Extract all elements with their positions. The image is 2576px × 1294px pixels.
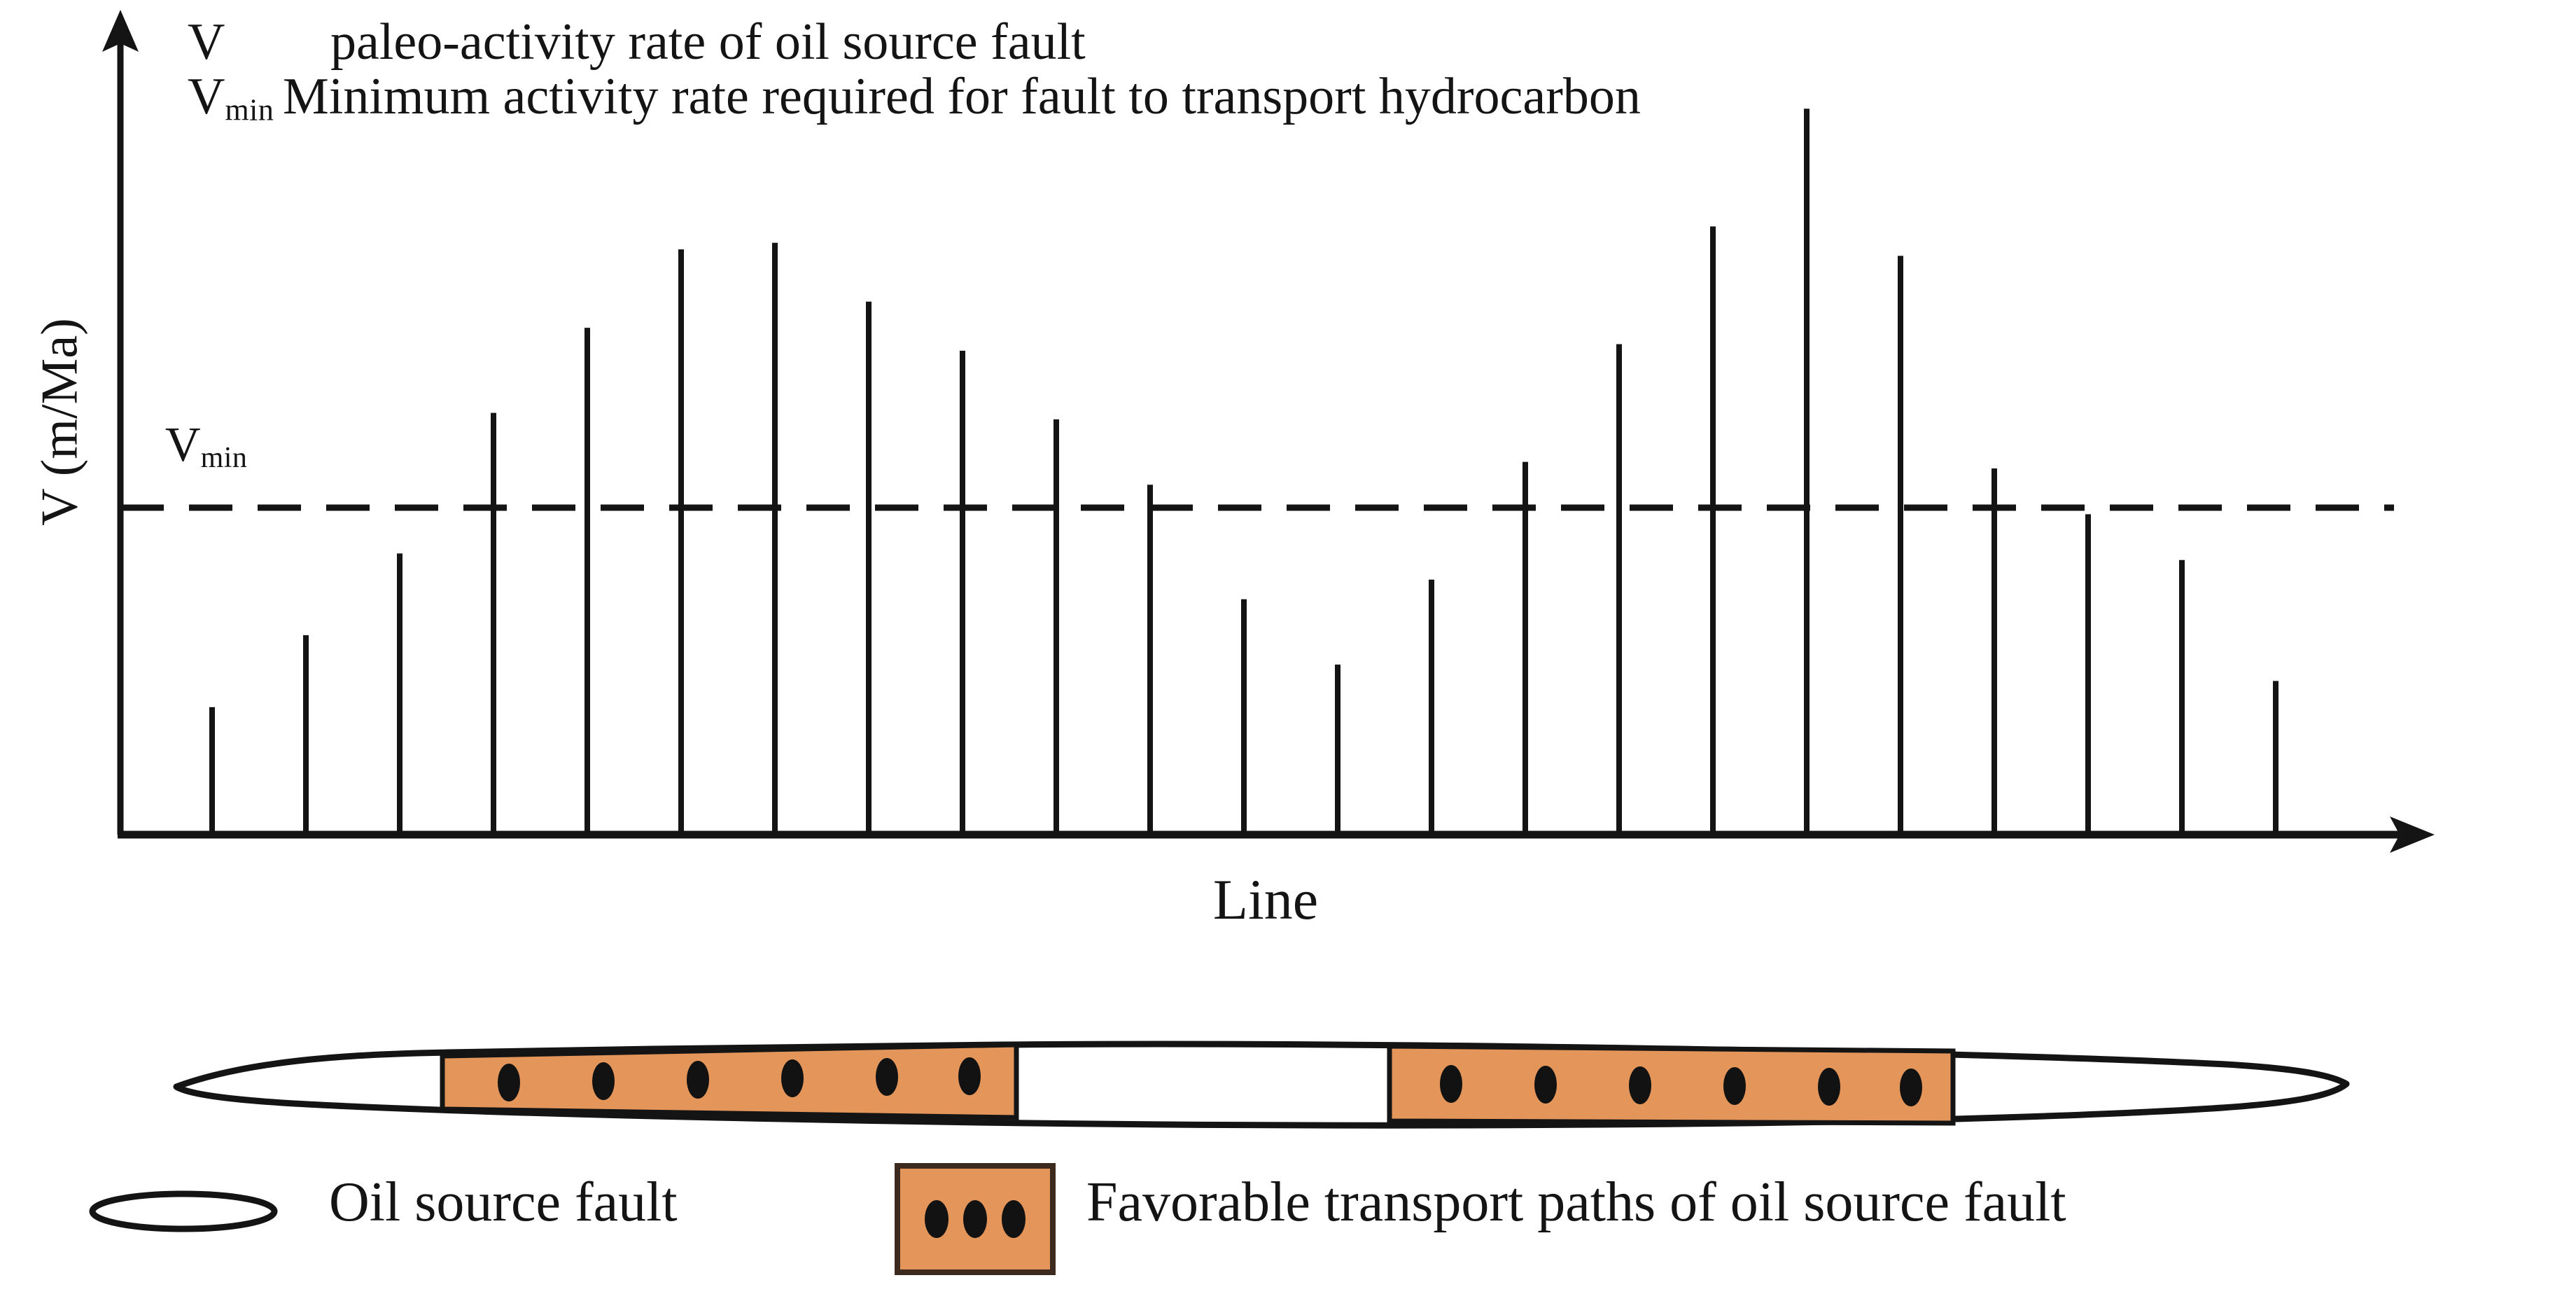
bar-series [209,109,2278,835]
vmin-threshold-label: Vmin [165,417,247,475]
x-axis [118,816,2435,853]
favorable-segment-2 [1387,1043,1956,1126]
key-vmin-symbol: Vmin [188,67,274,128]
key-vmin-symbol-base: V [188,68,225,125]
key-v-description: paleo-activity rate of oil source fault [330,13,1086,71]
key-vmin-symbol-subscript: min [225,92,274,127]
vmin-threshold-label-subscript: min [200,442,248,475]
fault-lens-diagram [173,1041,2350,1129]
favorable-segment-2-dots [1440,1065,1922,1106]
favorable-segment-1-dots [498,1057,981,1101]
legend-oil-source-fault-swatch [89,1190,278,1232]
favorable-segment-1 [440,1042,1019,1120]
legend-favorable-paths-label: Favorable transport paths of oil source … [1086,1171,2066,1233]
key-v-symbol: V [188,13,225,71]
legend-favorable-path-swatch [895,1163,1056,1275]
key-vmin-description: Minimum activity rate required for fault… [283,68,1641,125]
y-axis [102,10,139,835]
legend-oil-source-fault-label: Oil source fault [329,1171,678,1233]
x-axis-label: Line [1212,868,1319,931]
vmin-threshold-label-base: V [165,418,201,472]
